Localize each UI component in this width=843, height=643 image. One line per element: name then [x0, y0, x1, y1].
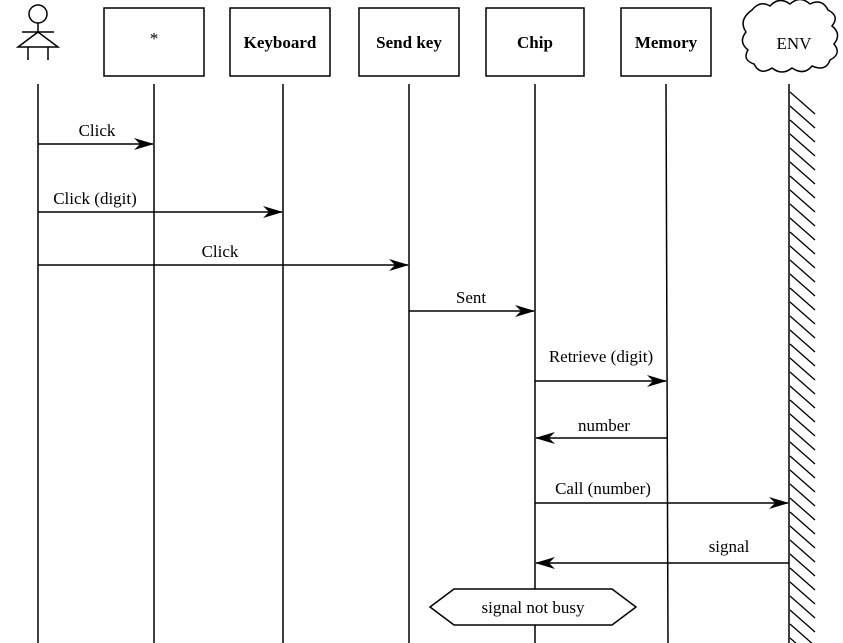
hatch-line — [789, 441, 816, 465]
participant-box-memory: Memory — [620, 7, 712, 77]
hatch-line — [789, 637, 797, 643]
hatch-line — [789, 119, 816, 143]
message-label: Retrieve (digit) — [549, 347, 653, 366]
participant-label: Memory — [635, 33, 698, 52]
message-sent: Sent — [409, 288, 535, 317]
participant-box-send-key: Send key — [358, 7, 460, 77]
lifeline-memory — [665, 83, 669, 643]
hatch-line — [789, 623, 813, 643]
hatch-line — [789, 385, 816, 409]
message-click-digit: Click (digit) — [38, 189, 283, 218]
message-number: number — [535, 416, 667, 444]
hatch-line — [789, 581, 816, 605]
hatch-line — [789, 203, 816, 227]
hatch-line — [789, 245, 816, 269]
hatch-line — [789, 567, 816, 591]
hatch-line — [789, 539, 816, 563]
env-boundary-hatching — [789, 91, 816, 643]
message-retrieve-digit: Retrieve (digit) — [535, 347, 667, 387]
hatch-line — [789, 133, 816, 157]
hatch-line — [789, 287, 816, 311]
hatch-line — [789, 413, 816, 437]
message-click-star: Click — [38, 121, 154, 150]
hatch-line — [789, 259, 816, 283]
hatch-line — [789, 301, 816, 325]
participant-box-keyboard: Keyboard — [229, 7, 331, 77]
hatch-line — [789, 161, 816, 185]
hatch-line — [789, 91, 816, 115]
message-label: Click — [202, 242, 239, 261]
hatch-line — [789, 231, 816, 255]
hatch-line — [789, 175, 816, 199]
message-click-send-key: Click — [38, 242, 409, 271]
hatch-line — [789, 315, 816, 339]
hatch-line — [789, 273, 816, 297]
hatch-line — [789, 609, 816, 633]
hatch-line — [789, 553, 816, 577]
participant-label: Send key — [376, 33, 442, 52]
participant-label: Keyboard — [244, 33, 317, 52]
hatch-line — [789, 427, 816, 451]
hatch-line — [789, 399, 816, 423]
participant-label: * — [150, 29, 159, 48]
message-label: Click (digit) — [53, 189, 137, 208]
hatch-line — [789, 469, 816, 493]
hatch-line — [789, 497, 816, 521]
hatch-line — [789, 343, 816, 367]
hatch-line — [789, 189, 816, 213]
hatch-line — [789, 105, 816, 129]
message-label: Sent — [456, 288, 487, 307]
hatch-line — [789, 217, 816, 241]
env-cloud-icon: ENV — [741, 0, 839, 73]
condition-hexagon: signal not busy — [428, 588, 638, 626]
message-label: number — [578, 416, 630, 435]
hatch-line — [789, 455, 816, 479]
message-signal: signal — [535, 537, 789, 569]
participant-box-chip: Chip — [485, 7, 585, 77]
hatch-line — [789, 483, 816, 507]
participant-box-star: * — [103, 7, 205, 77]
message-label: Call (number) — [555, 479, 651, 498]
stick-figure-actor-icon — [15, 4, 61, 60]
hatch-line — [789, 147, 816, 171]
message-label: signal — [709, 537, 750, 556]
hatch-line — [789, 329, 816, 353]
participant-label: ENV — [777, 34, 813, 53]
hatch-line — [789, 595, 816, 619]
participant-label: Chip — [517, 33, 553, 52]
condition-label: signal not busy — [482, 598, 585, 617]
hatch-line — [789, 371, 816, 395]
hatch-line — [789, 525, 816, 549]
message-call-number: Call (number) — [535, 479, 789, 509]
hatch-line — [789, 357, 816, 381]
hatch-line — [789, 511, 816, 535]
message-label: Click — [79, 121, 116, 140]
